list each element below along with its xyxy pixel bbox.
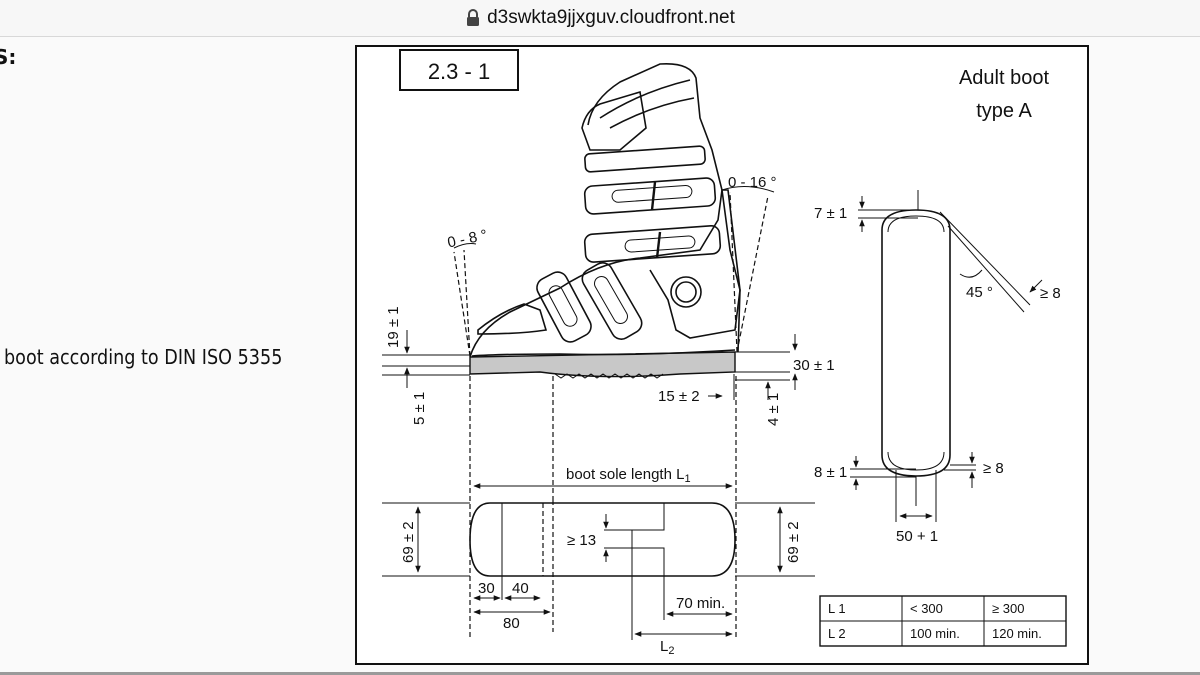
figure-id: 2.3 - 1 [428,59,490,84]
angle-rear-label: 0 - 16 ° [728,174,777,191]
boot-side-view [469,62,741,379]
dim-width-50: 50 + 1 [896,528,938,545]
sole-bottom-view [469,502,736,640]
table-cell: L 2 [828,626,846,641]
dim-notch: ≥ 13 [567,532,596,549]
page-content: S: boot according to DIN ISO 5355 2.3 - … [0,37,1200,675]
dim-toe-height: 19 ± 1 [385,306,402,348]
table-cell: ≥ 300 [992,601,1024,616]
url-text: d3swkta9jjxguv.cloudfront.net [487,7,735,28]
dim-ge8-upper: ≥ 8 [1040,285,1061,302]
boot-type-line2: type A [976,100,1032,122]
dim-width-right: 69 ± 2 [785,521,802,563]
table-cell: 120 min. [992,626,1042,641]
dim-toe-thickness: 5 ± 1 [411,392,428,425]
dim-heel-height: 30 ± 1 [793,357,835,374]
browser-url-bar[interactable]: d3swkta9jjxguv.cloudfront.net [0,0,1200,37]
heading-fragment: S: [0,45,17,69]
dim-heel-offset: 15 ± 2 [658,388,700,405]
dim-ge8-lower: ≥ 8 [983,460,1004,477]
figure-id-box [399,49,519,91]
dim-70min: 70 min. [676,595,725,612]
dim-heel-thickness: 4 ± 1 [765,393,782,426]
dim-angle-45: 45 ° [966,284,993,301]
dim-80: 80 [503,615,520,632]
dim-30: 30 [478,580,495,597]
dim-bottom-8: 8 ± 1 [814,464,847,481]
boot-type-line1: Adult boot [959,67,1050,89]
table-cell: 100 min. [910,626,960,641]
dim-width-left: 69 ± 2 [400,521,417,563]
table-cell: < 300 [910,601,943,616]
toe-profile-view [881,209,951,477]
dimension-table: L 1 < 300 ≥ 300 L 2 100 min. 120 min. [819,595,1067,647]
dim-top-7: 7 ± 1 [814,205,847,222]
ski-boot-diagram: 2.3 - 1 Adult boot type A [355,45,1089,665]
caption-fragment: boot according to DIN ISO 5355 [4,345,283,369]
dim-sole-length: boot sole length L1 [566,466,691,485]
dim-40: 40 [512,580,529,597]
bottom-edge-line [0,672,1200,675]
dim-L2: L2 [660,638,674,657]
table-cell: L 1 [828,601,846,616]
lock-icon [467,9,480,26]
